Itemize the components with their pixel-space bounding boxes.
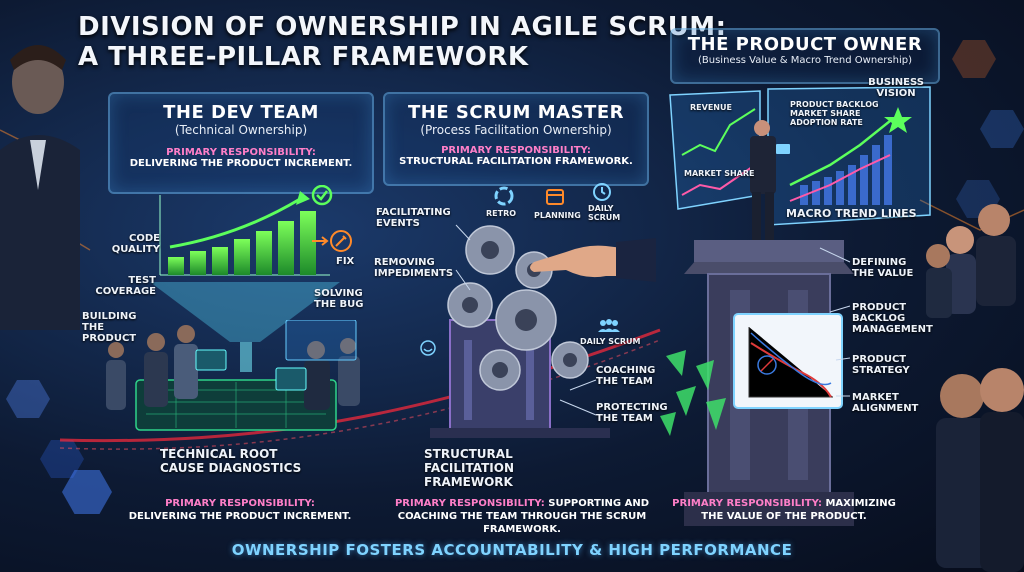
dev-team-subheading: (Technical Ownership) [174, 123, 308, 137]
dev-team-heading: THE DEV TEAM [163, 102, 319, 123]
market-alignment-card [733, 313, 843, 409]
label-solving-bug: SOLVING THE BUG [314, 288, 364, 310]
dev-team-panel: THE DEV TEAM (Technical Ownership) PRIMA… [108, 92, 374, 194]
label-business-vision: BUSINESS VISION [868, 77, 924, 99]
title-line-1: DIVISION OF OWNERSHIP IN AGILE SCRUM: [78, 12, 727, 42]
bottom-sm-text-2: COACHING THE TEAM THROUGH THE SCRUM FRAM… [397, 511, 647, 535]
label-macro-trend: MACRO TREND LINES [786, 207, 917, 220]
label-code-quality: CODE QUALITY [111, 233, 160, 255]
presenter-figure [0, 45, 80, 330]
event-planning: PLANNING [534, 211, 581, 220]
label-market-share: MARKET SHARE [684, 169, 755, 178]
label-defining-value: DEFINING THE VALUE [852, 257, 914, 279]
label-root-cause: TECHNICAL ROOT CAUSE DIAGNOSTICS [160, 447, 302, 475]
retro-icon [494, 186, 514, 206]
product-owner-heading: THE PRODUCT OWNER [687, 34, 923, 55]
chart-bar [212, 247, 228, 275]
dev-team-bar-chart [159, 185, 333, 276]
bottom-po-heading: PRIMARY RESPONSIBILITY: [672, 498, 822, 509]
clock-icon [593, 183, 611, 201]
chart-bar [300, 211, 316, 275]
shattered-glass [660, 350, 726, 436]
label-daily-scrum: DAILY SCRUM [580, 337, 641, 346]
bottom-sm-resp: PRIMARY RESPONSIBILITY: SUPPORTING AND C… [372, 497, 672, 536]
hand-graphic [530, 238, 656, 282]
decor-hexagon [6, 380, 50, 418]
label-protecting-team: PROTECTING THE TEAM [596, 402, 668, 424]
scrum-master-panel: THE SCRUM MASTER (Process Facilitation O… [383, 92, 649, 186]
bottom-sm-text-1: SUPPORTING AND [548, 498, 650, 509]
event-retro: RETRO [486, 209, 517, 218]
product-owner-subheading: (Business Value & Macro Trend Ownership) [697, 55, 912, 66]
chart-bar [256, 231, 272, 275]
product-owner-figure [750, 120, 790, 260]
chart-bar [234, 239, 250, 275]
bottom-dev-heading: PRIMARY RESPONSIBILITY: [165, 498, 315, 509]
bottom-po-text-1: MAXIMIZING [825, 498, 896, 509]
event-daily-scrum: DAILY SCRUM [588, 204, 621, 222]
scrum-master-resp-text: STRUCTURAL FACILITATION FRAMEWORK. [399, 156, 633, 167]
bottom-dev-resp: PRIMARY RESPONSIBILITY: DELIVERING THE P… [90, 497, 390, 523]
dev-team-resp-heading: PRIMARY RESPONSIBILITY: [166, 147, 316, 158]
bottom-po-resp: PRIMARY RESPONSIBILITY: MAXIMIZING THE V… [664, 497, 904, 523]
bottom-dev-text: DELIVERING THE PRODUCT INCREMENT. [128, 511, 352, 522]
gear-machine [430, 225, 610, 438]
bottom-po-text-2: THE VALUE OF THE PRODUCT. [701, 511, 867, 522]
bottom-sm-heading: PRIMARY RESPONSIBILITY: [394, 498, 545, 509]
arrow-right-icon [312, 236, 329, 246]
label-market-alignment: MARKET ALIGNMENT [852, 392, 919, 414]
scrum-master-resp-heading: PRIMARY RESPONSIBILITY: [441, 145, 591, 156]
label-product-strategy: PRODUCT STRATEGY [852, 354, 910, 376]
label-structural-framework: STRUCTURAL FACILITATION FRAMEWORK [424, 447, 514, 489]
data-funnel [150, 282, 340, 372]
dev-team-resp-text: DELIVERING THE PRODUCT INCREMENT. [129, 158, 353, 169]
chart-bar [278, 221, 294, 275]
footer-tagline: OWNERSHIP FOSTERS ACCOUNTABILITY & HIGH … [231, 541, 793, 559]
wrench-icon [330, 230, 352, 252]
label-building-product: BUILDING THE PRODUCT [82, 311, 137, 344]
business-metrics-screens [669, 86, 931, 226]
audience-figures [926, 204, 1024, 572]
smile-icon [420, 340, 436, 356]
page-title: DIVISION OF OWNERSHIP IN AGILE SCRUM: A … [78, 12, 727, 72]
label-backlog-metrics: PRODUCT BACKLOG MARKET SHARE ADOPTION RA… [790, 100, 879, 127]
title-line-2: A THREE-PILLAR FRAMEWORK [78, 42, 529, 72]
label-test-coverage: TEST COVERAGE [95, 275, 156, 297]
calendar-icon [546, 189, 564, 205]
scrum-master-subheading: (Process Facilitation Ownership) [420, 123, 612, 137]
decor-hexagon [62, 470, 112, 514]
label-fix: FIX [336, 256, 355, 267]
chart-bar [168, 257, 184, 275]
chart-bar [190, 251, 206, 275]
label-facilitating-events: FACILITATING EVENTS [376, 207, 451, 229]
developer-team-scene [106, 320, 360, 431]
product-owner-panel: THE PRODUCT OWNER (Business Value & Macr… [670, 28, 940, 84]
label-revenue: REVENUE [690, 103, 732, 112]
team-icon [598, 319, 620, 332]
label-coaching-team: COACHING THE TEAM [596, 365, 656, 387]
label-removing-impediments: REMOVING IMPEDIMENTS [374, 257, 454, 279]
scrum-master-heading: THE SCRUM MASTER [408, 102, 624, 123]
label-backlog-mgmt: PRODUCT BACKLOG MANAGEMENT [852, 302, 933, 335]
